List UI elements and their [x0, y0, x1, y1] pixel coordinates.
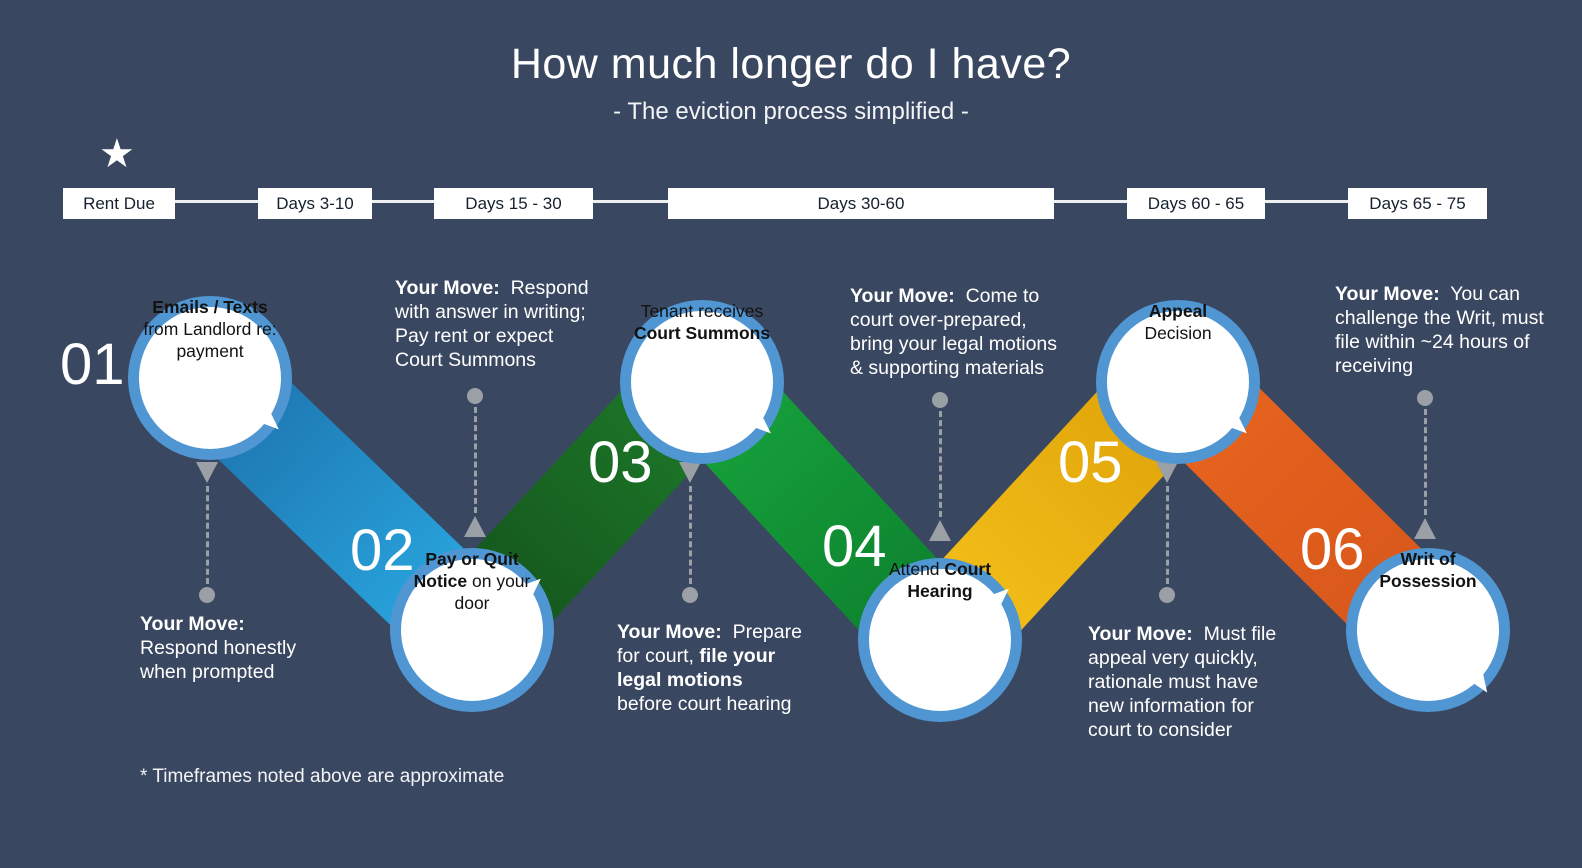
- timeline-label-days-60-65: Days 60 - 65: [1127, 188, 1265, 219]
- connector-dot: [1159, 587, 1175, 603]
- connector-line: [938, 411, 942, 517]
- connector: [1413, 390, 1437, 539]
- timeline-label-days-15-30: Days 15 - 30: [434, 188, 593, 219]
- connector: [463, 388, 487, 537]
- connector-dot: [467, 388, 483, 404]
- connector-line: [688, 486, 692, 584]
- connector-line: [1423, 409, 1427, 515]
- connector-line: [205, 486, 209, 584]
- bubble-circle: [128, 296, 292, 460]
- step-number: 02: [350, 518, 415, 583]
- bubble-circle: [390, 548, 554, 712]
- connector-arrow: [1156, 462, 1178, 483]
- connector-dot: [199, 587, 215, 603]
- timeline-label-days-30-60: Days 30-60: [668, 188, 1054, 219]
- step-number: 01: [60, 332, 125, 397]
- connector-arrow: [679, 462, 701, 483]
- step-number: 04: [822, 514, 887, 579]
- star-icon: ★: [99, 132, 135, 176]
- connector: [928, 392, 952, 541]
- connector: [1155, 462, 1179, 603]
- connector-dot: [682, 587, 698, 603]
- connector-line: [473, 407, 477, 513]
- connector-arrow: [196, 462, 218, 483]
- timeline-label-days-3-10: Days 3-10: [258, 188, 372, 219]
- connector: [195, 462, 219, 603]
- connector-dot: [1417, 390, 1433, 406]
- bubble-circle: [858, 558, 1022, 722]
- footnote: * Timeframes noted above are approximate: [140, 766, 505, 787]
- connector-arrow: [1414, 518, 1436, 539]
- step-number: 06: [1300, 517, 1365, 582]
- step-number: 05: [1058, 430, 1123, 495]
- connector-line: [1165, 486, 1169, 584]
- page-subtitle: - The eviction process simplified -: [613, 98, 969, 125]
- timeline-label-days-65-75: Days 65 - 75: [1348, 188, 1487, 219]
- connector-dot: [932, 392, 948, 408]
- connector-arrow: [929, 520, 951, 541]
- connector: [678, 462, 702, 603]
- step-number: 03: [588, 430, 653, 495]
- bubble-circle: [1096, 300, 1260, 464]
- bubble-circle: [620, 300, 784, 464]
- connector-arrow: [464, 516, 486, 537]
- page-title: How much longer do I have?: [510, 40, 1072, 88]
- timeline-label-rent-due: Rent Due: [63, 188, 175, 219]
